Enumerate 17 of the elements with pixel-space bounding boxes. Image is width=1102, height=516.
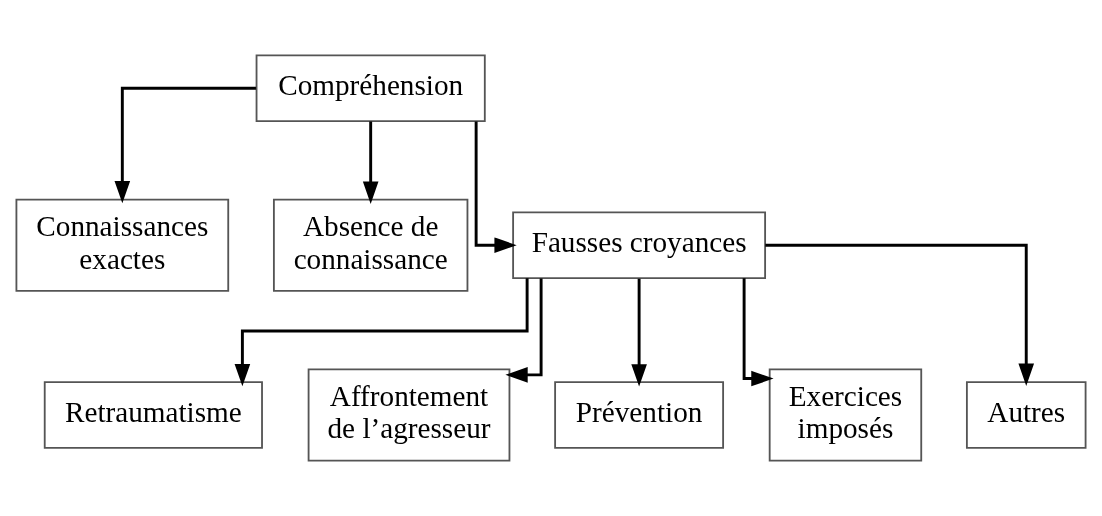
- node-box: Connaissances exactes: [15, 198, 230, 292]
- node-box: Absence de connaissance: [272, 198, 469, 292]
- arrow: [505, 278, 543, 383]
- arrow: [631, 278, 647, 387]
- node-box: Compréhension: [255, 54, 486, 122]
- node-box: Affrontement de l’agresseur: [307, 368, 511, 462]
- node-box: Exercices imposés: [768, 368, 923, 462]
- node-box: Autres: [965, 381, 1087, 449]
- arrow: [234, 278, 529, 387]
- node-box: Retraumatisme: [43, 381, 263, 449]
- arrow: [474, 121, 517, 254]
- arrow: [765, 243, 1035, 386]
- arrow: [114, 86, 256, 204]
- node-box: Fausses croyances: [512, 211, 767, 279]
- arrow: [362, 121, 379, 204]
- node-box: Prévention: [554, 381, 725, 449]
- arrow: [742, 278, 774, 387]
